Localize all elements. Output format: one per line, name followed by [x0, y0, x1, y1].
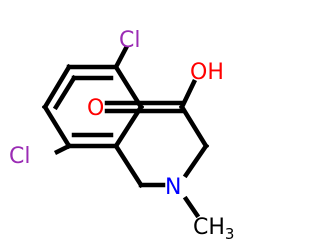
ring-bond: [112, 63, 145, 111]
ring-double-bond: [52, 74, 78, 111]
molecule-structure: Cl Cl OH O N CH3: [9, 28, 234, 243]
hydroxyl-label: OH: [190, 60, 224, 85]
bond-ring-cl-top: [112, 44, 130, 71]
ring-bond: [41, 63, 73, 111]
ring-bond: [41, 103, 73, 150]
methyl-subscript: 3: [225, 225, 235, 243]
bond-ring-cl-bottom: [53, 142, 73, 156]
bond-n-ch2: [182, 142, 210, 179]
nitrogen-label: N: [165, 175, 181, 200]
benzene-ring: [41, 63, 145, 150]
bond-n-methyl: [182, 195, 201, 219]
carbonyl-oxygen-label: O: [87, 96, 104, 121]
chlorine-top-label: Cl: [119, 28, 140, 53]
bond-ring-ch2: [112, 142, 145, 189]
methyl-label: CH3: [193, 215, 234, 243]
methyl-ch: CH: [193, 215, 225, 240]
bond-ch2-cooh: [178, 103, 210, 150]
ring-bond: [112, 103, 145, 150]
chlorine-bottom-label: Cl: [9, 144, 30, 169]
